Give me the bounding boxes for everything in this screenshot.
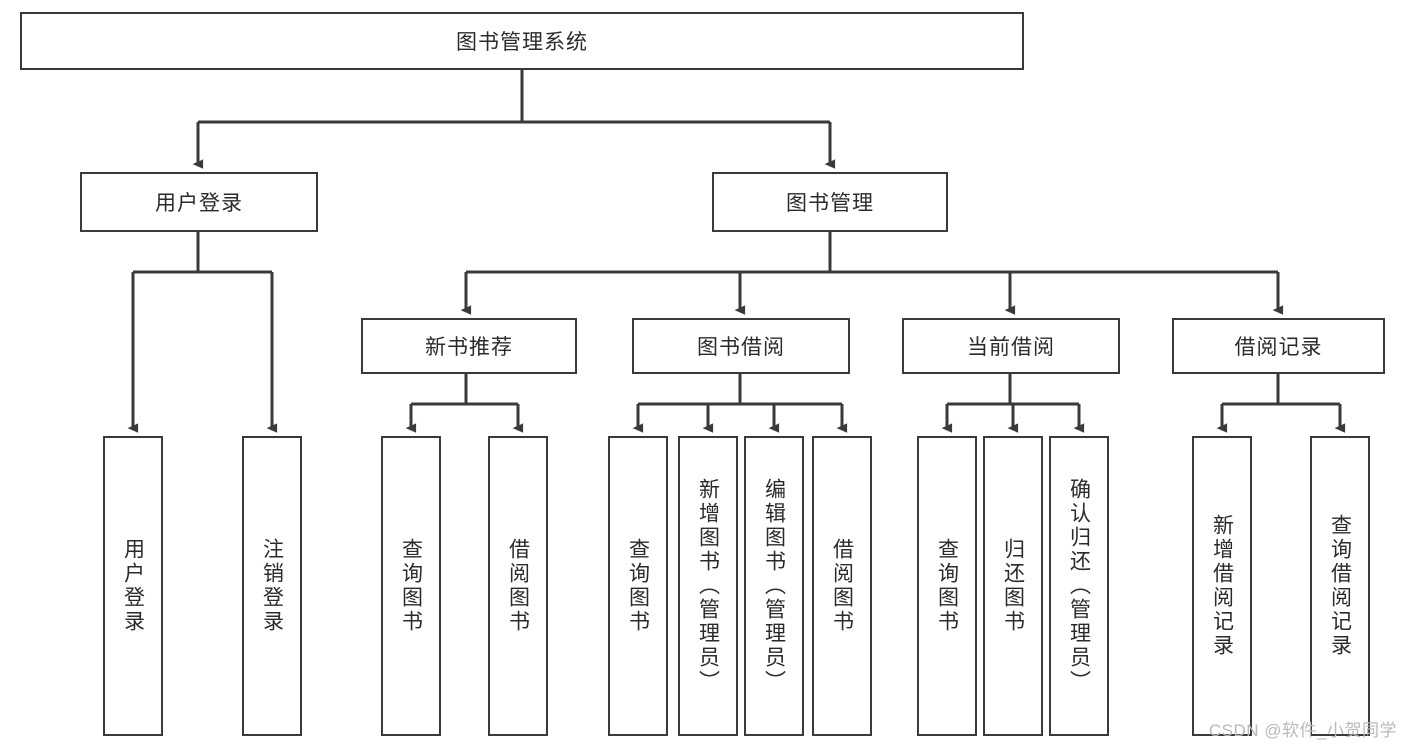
node-book-management-system[interactable]: 图书管理系统 (20, 12, 1024, 70)
node-label: 图书借阅 (697, 336, 785, 359)
node-leaf-return-book[interactable]: 归还图书 (983, 436, 1043, 736)
node-leaf-query-book-recommend[interactable]: 查询图书 (381, 436, 441, 736)
node-label: 新书推荐 (425, 336, 513, 359)
node-user-login[interactable]: 用户登录 (80, 172, 318, 232)
node-leaf-logout-login[interactable]: 注销登录 (242, 436, 302, 736)
node-book-borrow[interactable]: 图书借阅 (632, 318, 850, 374)
node-leaf-query-borrow-record[interactable]: 查询借阅记录 (1310, 436, 1370, 736)
node-leaf-confirm-return[interactable]: 确认归还（管理员） (1049, 436, 1109, 736)
node-label: 查询图书 (399, 538, 423, 634)
node-label: 用户登录 (121, 538, 145, 634)
node-label: 查询图书 (626, 538, 650, 634)
node-label: 归还图书 (1001, 538, 1025, 634)
node-label: 查询借阅记录 (1328, 514, 1352, 658)
node-leaf-borrow-book-recommend[interactable]: 借阅图书 (488, 436, 548, 736)
csdn-watermark: CSDN @软件_小贺同学 (1208, 721, 1397, 740)
node-label: 新增图书（管理员） (696, 478, 720, 694)
node-leaf-add-borrow-record[interactable]: 新增借阅记录 (1192, 436, 1252, 736)
node-leaf-query-book-borrow[interactable]: 查询图书 (608, 436, 668, 736)
node-label: 用户登录 (155, 192, 243, 215)
node-label: 图书管理 (786, 192, 874, 215)
node-leaf-user-login[interactable]: 用户登录 (103, 436, 163, 736)
node-leaf-borrow-book[interactable]: 借阅图书 (812, 436, 872, 736)
node-leaf-add-book[interactable]: 新增图书（管理员） (678, 436, 738, 736)
node-book-management[interactable]: 图书管理 (712, 172, 948, 232)
node-label: 注销登录 (260, 538, 284, 634)
node-current-borrow[interactable]: 当前借阅 (902, 318, 1120, 374)
node-borrow-record[interactable]: 借阅记录 (1172, 318, 1385, 374)
node-new-book-recommend[interactable]: 新书推荐 (361, 318, 577, 374)
node-label: 借阅记录 (1234, 336, 1323, 359)
node-label: 借阅图书 (506, 538, 530, 634)
node-label: 借阅图书 (830, 538, 854, 634)
node-leaf-query-book-current[interactable]: 查询图书 (917, 436, 977, 736)
node-label: 确认归还（管理员） (1067, 478, 1091, 694)
node-label: 编辑图书（管理员） (762, 478, 786, 694)
node-label: 当前借阅 (967, 336, 1055, 359)
node-label: 查询图书 (935, 538, 959, 634)
node-label: 新增借阅记录 (1210, 514, 1234, 658)
node-leaf-edit-book[interactable]: 编辑图书（管理员） (744, 436, 804, 736)
node-label: 图书管理系统 (456, 31, 588, 54)
